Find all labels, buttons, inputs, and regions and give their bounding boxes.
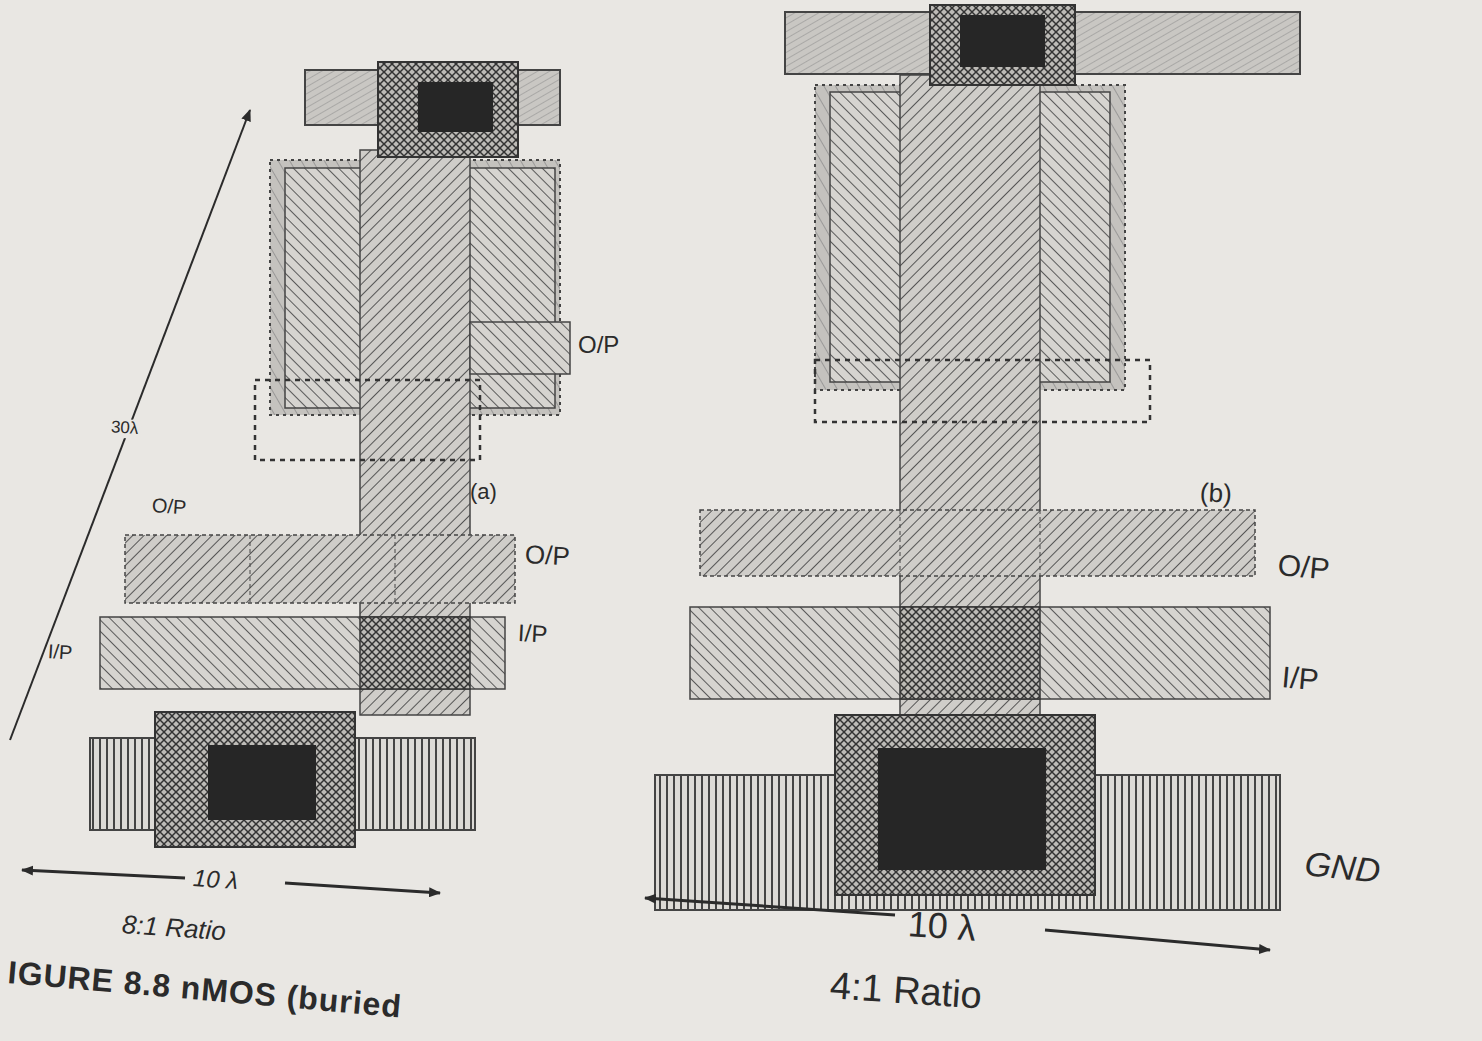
figure-caption: IGURE 8.8 nMOS (buried: [6, 955, 403, 1025]
signal-name: I/P: [1281, 660, 1320, 696]
signal-name: I/P: [47, 640, 73, 664]
signal-name: O/P: [524, 540, 570, 571]
figure-tag: (b): [1199, 478, 1232, 508]
ratio-label: 8:1 Ratio: [121, 910, 227, 946]
signal-name: GND: [1303, 845, 1382, 890]
dimension: 10 λ: [907, 904, 978, 948]
ratio-label: 4:1 Ratio: [829, 965, 984, 1017]
layout-a: [10, 62, 570, 893]
signal-name: I/P: [517, 620, 548, 648]
signal-name: O/P: [151, 494, 187, 518]
dimension: 30λ: [107, 418, 142, 439]
signal-name: O/P: [578, 332, 619, 358]
figure-tag: (a): [470, 480, 497, 504]
signal-name: O/P: [1277, 548, 1331, 585]
layout-b: [645, 5, 1300, 950]
dimension: 10 λ: [192, 865, 239, 894]
